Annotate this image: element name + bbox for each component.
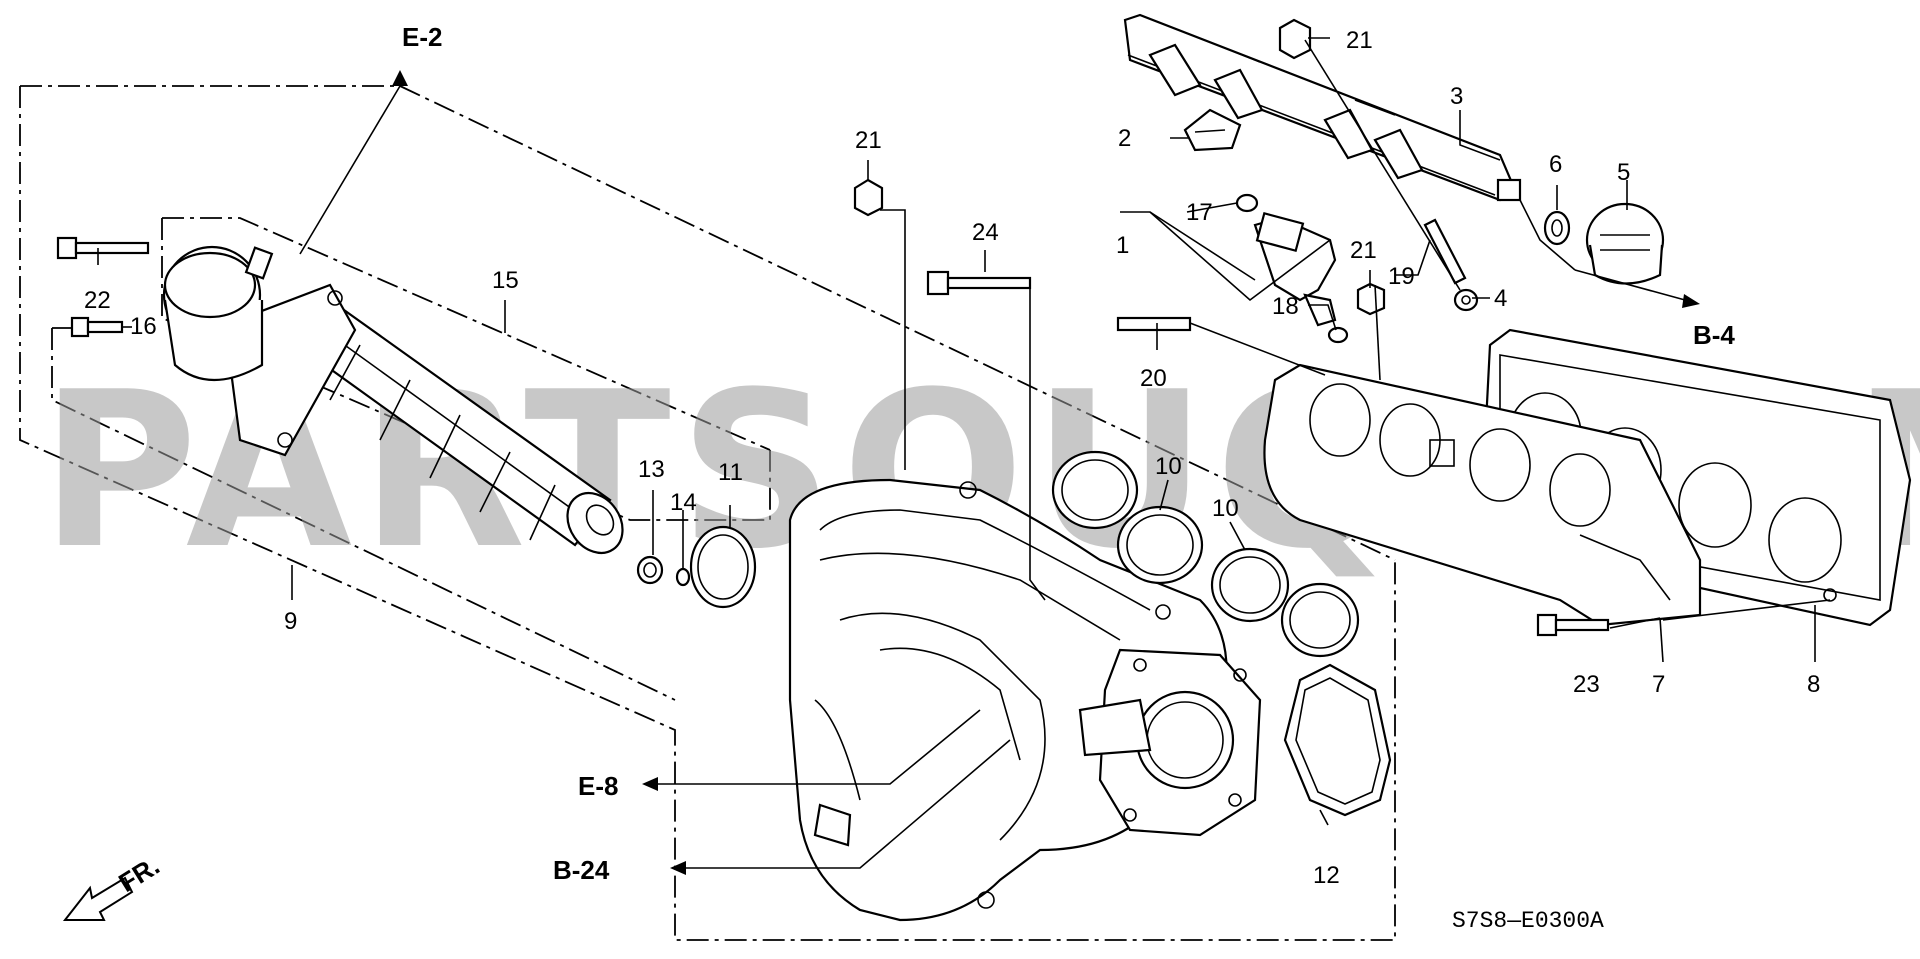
- part-21-nut-left[interactable]: [853, 178, 884, 217]
- callout-24: 24: [972, 219, 999, 246]
- callout-17: 17: [1186, 199, 1213, 226]
- part-18-seal-ring[interactable]: [1327, 326, 1349, 344]
- part-4-washer[interactable]: [1453, 288, 1479, 312]
- callout-5: 5: [1617, 159, 1630, 186]
- air-valve-canister[interactable]: [162, 245, 274, 382]
- callout-21-center: 21: [1350, 237, 1377, 264]
- part-23-bolt[interactable]: [1536, 613, 1610, 637]
- part-3-fuel-rail[interactable]: [1123, 13, 1576, 271]
- throttle-body-flange[interactable]: [1078, 648, 1262, 837]
- ref-e2-label[interactable]: E-2: [402, 22, 442, 52]
- callout-19: 19: [1388, 263, 1415, 290]
- part-7-upper-manifold[interactable]: [1263, 363, 1702, 627]
- ref-b4-label[interactable]: B-4: [1693, 320, 1735, 350]
- part-1-fuel-injector[interactable]: [1253, 211, 1337, 327]
- part-21-nut-center[interactable]: [1356, 282, 1386, 316]
- callout-21-left: 21: [855, 127, 882, 154]
- reference-arrows: [392, 70, 1700, 875]
- part-19-stud[interactable]: [1423, 218, 1467, 285]
- part-5-cap[interactable]: [1585, 202, 1665, 285]
- callout-12: 12: [1313, 862, 1340, 889]
- part-2-clip[interactable]: [1183, 108, 1242, 152]
- callout-18: 18: [1272, 293, 1299, 320]
- callout-numbers: 1 2 3 4 5 6 7 8 9 10 10 11 12 13 14 15 1…: [84, 27, 1820, 889]
- o-rings[interactable]: [636, 450, 1360, 658]
- part-15-resonator-tube[interactable]: [223, 283, 634, 564]
- part-6-seal[interactable]: [1543, 210, 1571, 246]
- part-16-bolt[interactable]: [70, 316, 124, 338]
- callout-13: 13: [638, 456, 665, 483]
- diagram-code: S7S8—E0300A: [1452, 908, 1604, 934]
- leader-lines: [97, 37, 1831, 826]
- callout-11: 11: [718, 459, 743, 486]
- callout-22: 22: [84, 287, 111, 314]
- callout-10-upper: 10: [1155, 453, 1182, 480]
- callout-15: 15: [492, 267, 519, 294]
- callout-23: 23: [1573, 671, 1600, 698]
- callout-7: 7: [1652, 671, 1665, 698]
- ref-b24-label[interactable]: B-24: [553, 855, 610, 885]
- part-24-bolt[interactable]: [926, 270, 1032, 296]
- callout-4: 4: [1494, 285, 1507, 312]
- part-22-bolt[interactable]: [56, 236, 150, 260]
- callout-6: 6: [1549, 151, 1562, 178]
- callout-9: 9: [284, 608, 297, 635]
- callout-21-top: 21: [1346, 27, 1373, 54]
- callout-10-lower: 10: [1212, 495, 1239, 522]
- callout-8: 8: [1807, 671, 1820, 698]
- callout-16: 16: [130, 313, 157, 340]
- part-17-o-ring[interactable]: [1235, 193, 1259, 213]
- ref-e8-label[interactable]: E-8: [578, 771, 618, 801]
- callout-20: 20: [1140, 365, 1167, 392]
- part-12-throttle-gasket[interactable]: [1283, 663, 1392, 817]
- front-direction-arrow: FR.: [62, 850, 165, 921]
- callout-2: 2: [1118, 125, 1131, 152]
- part-20-stud[interactable]: [1116, 316, 1192, 332]
- part-21-nut-top[interactable]: [1278, 18, 1312, 60]
- callout-14: 14: [670, 489, 697, 516]
- callout-1: 1: [1116, 232, 1129, 259]
- callout-3: 3: [1450, 83, 1463, 110]
